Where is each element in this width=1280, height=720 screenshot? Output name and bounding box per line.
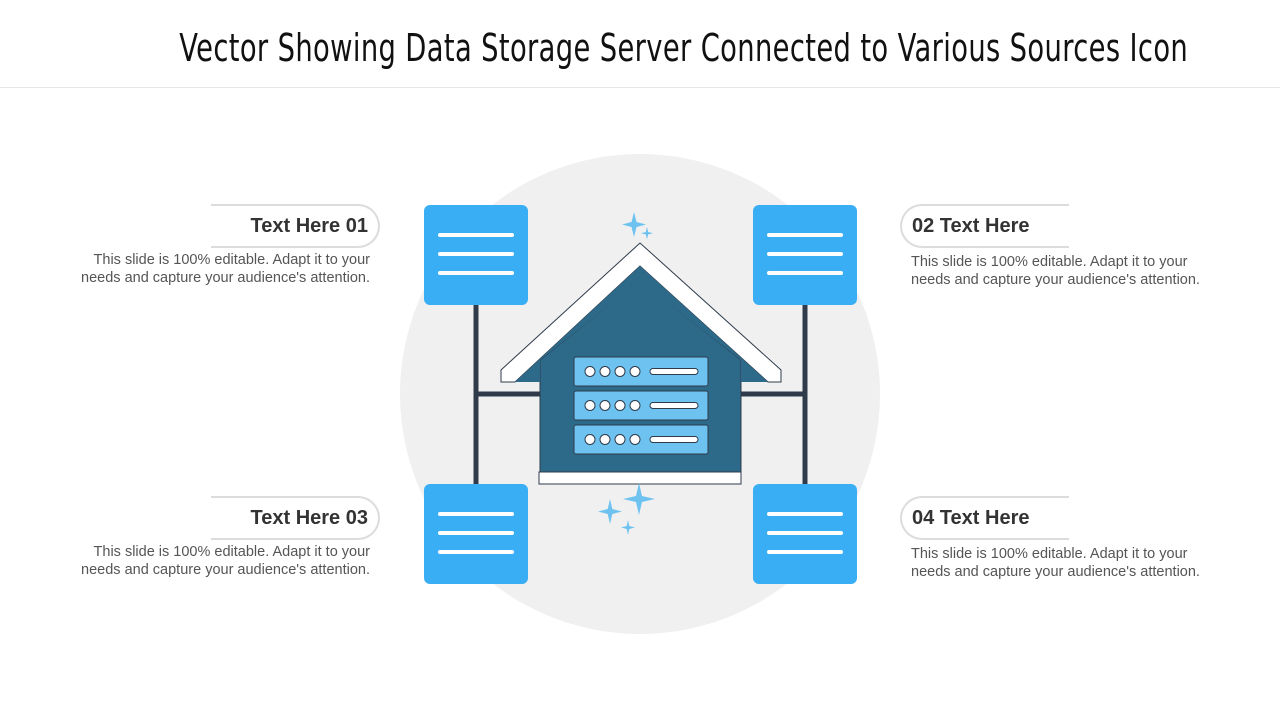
sparkle-icon xyxy=(598,483,655,535)
item-4-label: 04 Text Here xyxy=(900,496,1070,540)
document-icon xyxy=(424,484,528,584)
item-2-description: This slide is 100% editable. Adapt it to… xyxy=(911,254,1200,288)
title-divider xyxy=(0,87,1280,88)
item-3-label: Text Here 03 xyxy=(210,496,380,540)
server-unit xyxy=(573,424,709,455)
document-icon xyxy=(753,484,857,584)
server-unit xyxy=(573,390,709,421)
item-3-description: This slide is 100% editable. Adapt it to… xyxy=(81,544,370,578)
server-unit xyxy=(573,356,709,387)
connector-lines xyxy=(473,302,808,486)
item-2-label: 02 Text Here xyxy=(900,204,1070,248)
item-1-label: Text Here 01 xyxy=(210,204,380,248)
document-icon xyxy=(753,205,857,305)
item-4-label-text: 04 Text Here xyxy=(912,506,1030,529)
item-3-label-text: Text Here 03 xyxy=(250,506,368,529)
sparkle-icon xyxy=(622,212,653,240)
slide-title: Vector Showing Data Storage Server Conne… xyxy=(179,26,1189,70)
document-icon xyxy=(424,205,528,305)
item-2-label-text: 02 Text Here xyxy=(912,214,1030,237)
item-1-label-text: Text Here 01 xyxy=(250,214,368,237)
item-1-description: This slide is 100% editable. Adapt it to… xyxy=(81,252,370,286)
server-rack-icon xyxy=(573,356,709,455)
item-4-description: This slide is 100% editable. Adapt it to… xyxy=(911,546,1200,580)
